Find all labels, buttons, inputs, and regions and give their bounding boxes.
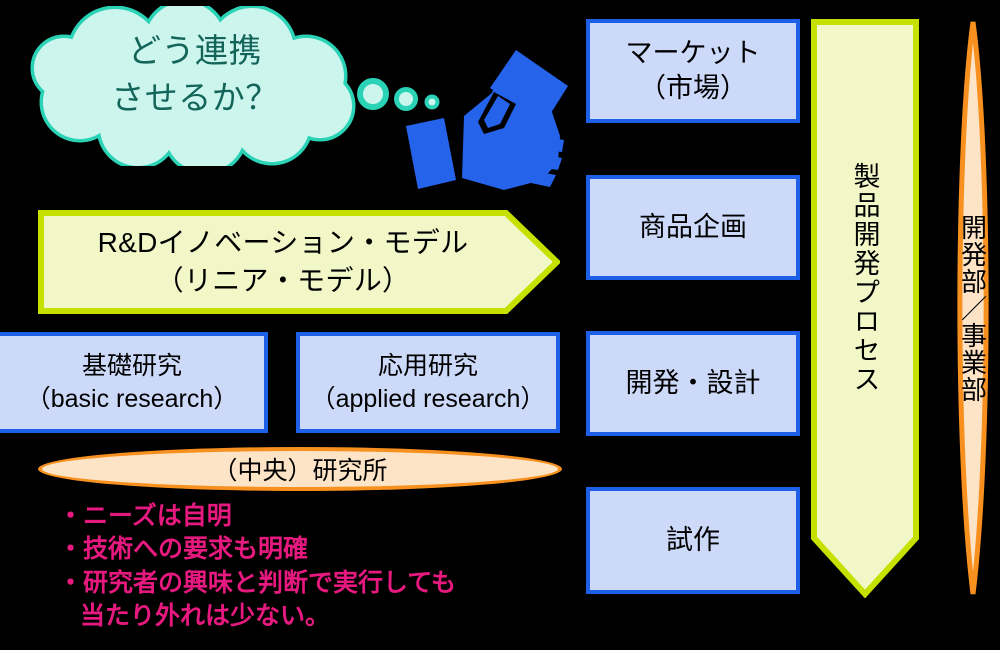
- notes-list: ・ニーズは自明 ・技術への要求も明確 ・研究者の興味と判断で実行しても 当たり外…: [58, 500, 558, 633]
- arrow-banner-shape: [38, 210, 560, 314]
- note-line-1: ・ニーズは自明: [58, 502, 232, 530]
- box-product-planning[interactable]: 商品企画: [586, 175, 800, 280]
- thought-bubble-text: どう連携 させるか？: [111, 32, 279, 116]
- arrow-banner-label: R&Dイノベーション・モデル （リニア・モデル）: [97, 227, 469, 296]
- department-lens-shape: [957, 21, 989, 595]
- thought-dot-small: [424, 94, 440, 110]
- box-basic-research[interactable]: 基礎研究 （basic research）: [0, 332, 268, 433]
- box-development-design[interactable]: 開発・設計: [586, 331, 800, 436]
- rd-model-arrow-banner: R&Dイノベーション・モデル （リニア・モデル）: [38, 210, 560, 314]
- thought-dots-group: [357, 78, 440, 111]
- thought-dot-large: [357, 78, 389, 110]
- vertical-arrow-label: 製品開発プロセス: [849, 162, 880, 394]
- box-applied-research[interactable]: 応用研究 （applied research）: [296, 332, 560, 433]
- vertical-arrow-shape: [811, 19, 919, 599]
- department-lens-label: 開発部／事業部: [957, 213, 988, 403]
- thought-dot-medium: [394, 87, 418, 111]
- department-lens: 開発部／事業部: [952, 18, 994, 598]
- thought-bubble-shape: [30, 6, 356, 166]
- box-market[interactable]: マーケット （市場）: [586, 19, 800, 123]
- box-prototype[interactable]: 試作: [586, 487, 800, 594]
- central-lab-oval[interactable]: （中央）研究所: [38, 447, 562, 491]
- note-line-4: 当たり外れは少ない。: [80, 601, 331, 630]
- grasping-fist-icon: [406, 50, 568, 190]
- note-line-3: ・研究者の興味と判断で実行しても: [58, 568, 457, 597]
- note-line-2: ・技術への要求も明確: [58, 535, 309, 564]
- thought-bubble: どう連携 させるか？: [20, 6, 370, 166]
- product-development-process-arrow: 製品開発プロセス: [810, 18, 920, 599]
